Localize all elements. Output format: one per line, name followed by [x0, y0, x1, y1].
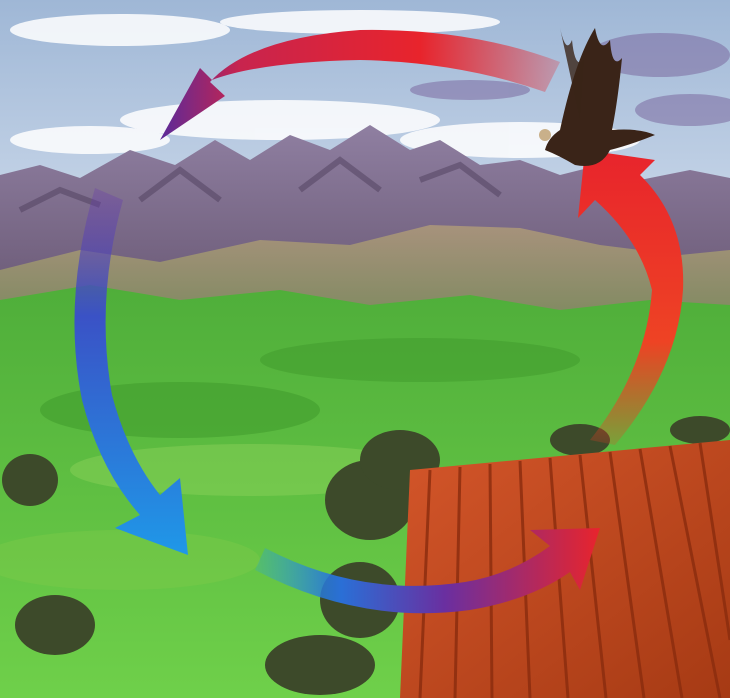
- cycle-diagram: [0, 0, 730, 698]
- scene: [0, 0, 730, 698]
